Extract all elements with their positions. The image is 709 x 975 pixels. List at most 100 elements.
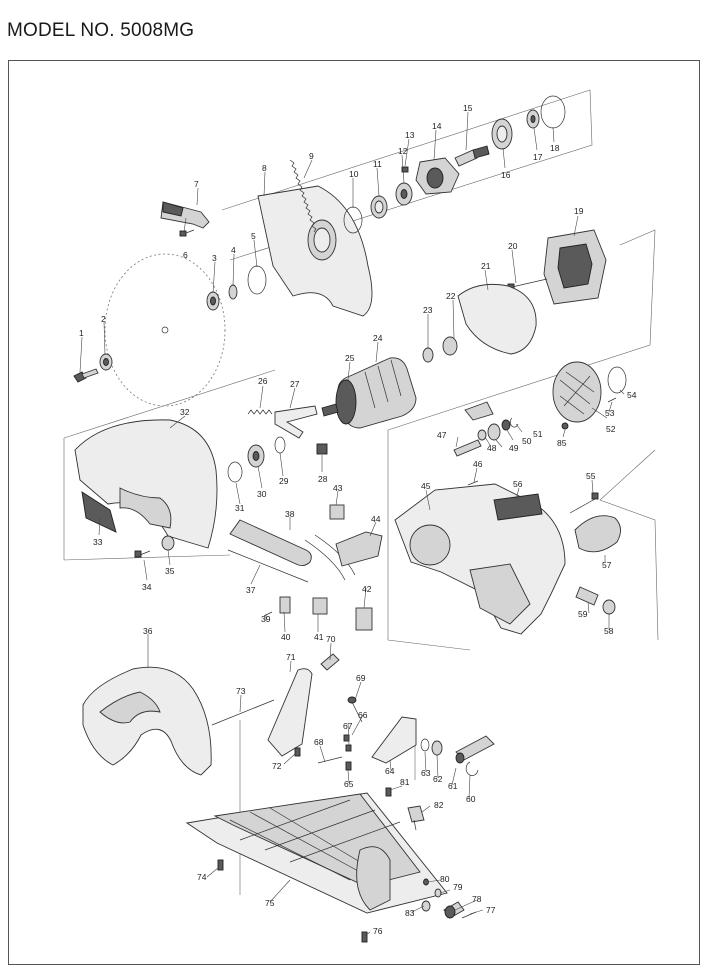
part-number-label-58: 58 bbox=[604, 626, 614, 636]
part-number-label-5: 5 bbox=[251, 231, 256, 241]
part-number-label-59: 59 bbox=[578, 609, 588, 619]
part-number-label-22: 22 bbox=[446, 291, 456, 301]
part-number-label-80: 80 bbox=[440, 874, 450, 884]
part-67-pin bbox=[345, 744, 352, 752]
part-number-label-55: 55 bbox=[586, 471, 596, 481]
part-number-label-37: 37 bbox=[246, 585, 256, 595]
part-number-label-9: 9 bbox=[309, 151, 314, 161]
part-number-label-38: 38 bbox=[285, 509, 295, 519]
part-36-handle-cover bbox=[82, 666, 212, 776]
part-16-gear bbox=[491, 118, 513, 150]
part-38-cord-guard bbox=[229, 519, 312, 567]
model-number-title: MODEL NO. 5008MG bbox=[7, 20, 195, 41]
part-57-rear-handle-cap bbox=[574, 515, 621, 553]
part-number-label-49: 49 bbox=[509, 443, 519, 453]
part-number-label-3: 3 bbox=[212, 253, 217, 263]
part-43-noise-suppressor bbox=[329, 504, 345, 520]
part-19-field bbox=[543, 229, 607, 305]
part-71-bevel-guide bbox=[267, 668, 313, 757]
part-number-label-12: 12 bbox=[398, 146, 408, 156]
part-76-pin bbox=[361, 931, 368, 943]
part-50-washer bbox=[501, 419, 511, 431]
part-number-label-25: 25 bbox=[345, 353, 355, 363]
part-60-retaining-ring bbox=[465, 761, 479, 776]
part-number-label-57: 57 bbox=[602, 560, 612, 570]
part-5-retaining-ring bbox=[247, 265, 267, 295]
part-number-label-63: 63 bbox=[421, 768, 431, 778]
part-number-label-36: 36 bbox=[143, 626, 153, 636]
part-80-pin bbox=[423, 878, 429, 886]
part-53-screw bbox=[607, 397, 617, 403]
part-number-label-6: 6 bbox=[183, 250, 188, 260]
part-number-label-39: 39 bbox=[261, 614, 271, 624]
part-48-washer bbox=[477, 429, 487, 441]
part-number-label-4: 4 bbox=[231, 245, 236, 255]
part-23-washer bbox=[422, 347, 434, 363]
diagram-frame bbox=[8, 60, 700, 965]
part-26-spring bbox=[247, 409, 273, 415]
part-9-spring bbox=[289, 159, 317, 233]
part-52-rear-cover bbox=[552, 361, 602, 423]
part-69-bolt bbox=[347, 696, 363, 723]
part-25-fan bbox=[321, 379, 357, 425]
part-number-label-32: 32 bbox=[180, 407, 190, 417]
part-number-label-27: 27 bbox=[290, 379, 300, 389]
part-14-bearing-box bbox=[415, 157, 460, 195]
part-64-depth-guide bbox=[371, 716, 417, 764]
part-number-label-43: 43 bbox=[333, 483, 343, 493]
part-46-screw bbox=[467, 480, 479, 486]
part-41-terminal bbox=[312, 597, 328, 615]
part-number-label-40: 40 bbox=[281, 632, 291, 642]
part-59-brush-holder-cap bbox=[575, 586, 599, 606]
part-number-label-48: 48 bbox=[487, 443, 497, 453]
part-68-screw bbox=[317, 756, 343, 764]
part-40-strain-relief bbox=[279, 596, 291, 614]
part-27-lever-plate bbox=[274, 405, 318, 439]
part-number-label-8: 8 bbox=[262, 163, 267, 173]
part-number-label-53: 53 bbox=[605, 408, 615, 418]
part-number-label-56: 56 bbox=[513, 479, 523, 489]
part-65-pin bbox=[345, 761, 352, 771]
part-3-inner-flange bbox=[206, 291, 220, 311]
part-37-cord bbox=[227, 549, 309, 583]
part-74-pin bbox=[217, 859, 224, 871]
part-39-screw bbox=[263, 611, 273, 617]
part-number-label-26: 26 bbox=[258, 376, 268, 386]
part-lever-plate-upper bbox=[464, 401, 494, 421]
part-number-label-13: 13 bbox=[405, 130, 415, 140]
part-47-pin bbox=[453, 439, 482, 457]
part-32-safety-cover bbox=[74, 419, 218, 549]
part-2-outer-flange bbox=[99, 353, 113, 371]
part-number-label-75: 75 bbox=[265, 898, 275, 908]
part-49-spring bbox=[487, 423, 501, 441]
part-number-label-34: 34 bbox=[142, 582, 152, 592]
part-number-label-44: 44 bbox=[371, 514, 381, 524]
part-82-wing-bolt bbox=[407, 805, 425, 831]
part-number-label-67: 67 bbox=[343, 721, 353, 731]
part-15-spindle bbox=[454, 145, 490, 167]
part-number-label-61: 61 bbox=[448, 781, 458, 791]
part-8-blade-case bbox=[257, 185, 373, 317]
part-number-label-76: 76 bbox=[373, 926, 383, 936]
part-number-label-83: 83 bbox=[405, 908, 415, 918]
part-70-collar bbox=[320, 653, 340, 671]
part-54-o-ring bbox=[607, 366, 627, 394]
part-24-armature bbox=[337, 357, 417, 429]
part-number-label-41: 41 bbox=[314, 632, 324, 642]
part-28-carbon-brush bbox=[316, 443, 328, 455]
part-number-label-82: 82 bbox=[434, 800, 444, 810]
part-4-ring bbox=[228, 284, 238, 300]
part-number-label-18: 18 bbox=[550, 143, 560, 153]
part-number-label-52: 52 bbox=[606, 424, 616, 434]
part-number-label-21: 21 bbox=[481, 261, 491, 271]
part-55-screw bbox=[569, 492, 599, 514]
part-number-label-79: 79 bbox=[453, 882, 463, 892]
part-number-label-2: 2 bbox=[101, 314, 106, 324]
part-number-label-69: 69 bbox=[356, 673, 366, 683]
part-number-label-74: 74 bbox=[197, 872, 207, 882]
part-21-baffle-plate bbox=[457, 283, 537, 355]
part-number-label-10: 10 bbox=[349, 169, 359, 179]
part-number-label-24: 24 bbox=[373, 333, 383, 343]
part-number-label-7: 7 bbox=[194, 179, 199, 189]
part-number-label-73: 73 bbox=[236, 686, 246, 696]
